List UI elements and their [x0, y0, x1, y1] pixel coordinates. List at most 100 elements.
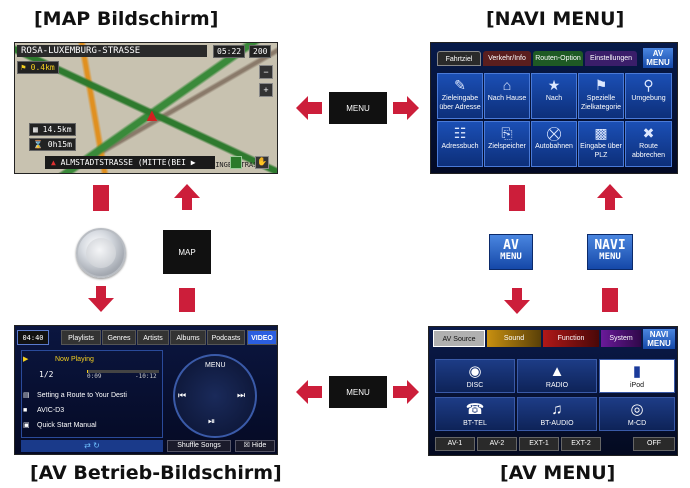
- play-arrow-icon: ▶: [190, 158, 196, 167]
- source-radio[interactable]: ▲RADIO: [517, 359, 597, 393]
- navi-item-route-abbrechen[interactable]: ✖Route abbrechen: [625, 121, 672, 167]
- off-button[interactable]: OFF: [633, 437, 675, 451]
- navi-menu-shortcut-button[interactable]: NAVI MENU: [643, 329, 675, 349]
- rotary-knob-icon[interactable]: [76, 228, 126, 278]
- tab-system[interactable]: System: [601, 330, 641, 347]
- caption-av-operation: [AV Betrieb-Bildschirm]: [30, 462, 282, 484]
- artist-icon: ■: [23, 407, 28, 414]
- navi-item-label: Spezielle Zielkategorie: [580, 95, 622, 111]
- source-bt-audio[interactable]: ♫BT-AUDIO: [517, 397, 597, 431]
- progress-fill: [87, 370, 89, 373]
- ext-2-button[interactable]: EXT-2: [561, 437, 601, 451]
- control-wheel[interactable]: [173, 354, 257, 438]
- av-menu-screen[interactable]: AV Source Sound Function System NAVI MEN…: [428, 326, 678, 456]
- skip-back-icon: ⏮: [178, 390, 187, 400]
- navi-item-autobahnen[interactable]: ⛒ Autobahnen: [531, 121, 577, 167]
- navi-item-umgebung[interactable]: ⚲Umgebung: [625, 73, 672, 119]
- tab-playlists[interactable]: Playlists: [61, 330, 101, 345]
- shuffle-icon: ⇄: [84, 441, 91, 450]
- navi-item-adressbuch[interactable]: ☷Adressbuch: [437, 121, 483, 167]
- track-row[interactable]: ■ AVIC-D3: [21, 403, 161, 418]
- star-icon: ★: [547, 77, 561, 93]
- play-pause-button[interactable]: ⏯: [208, 416, 215, 427]
- connector-bar: [93, 185, 109, 211]
- elapsed-time: 0:09: [87, 373, 102, 380]
- navi-item-eingabe-plz[interactable]: ▩Eingabe über PLZ: [578, 121, 624, 167]
- tab-video[interactable]: VIDEO: [247, 330, 277, 345]
- guidance-button[interactable]: [230, 156, 242, 169]
- track-row[interactable]: ▣ Quick Start Manual: [21, 418, 161, 433]
- music-note-icon: ♫: [551, 401, 563, 418]
- highway-icon: ⛒: [546, 125, 562, 141]
- av-menu-shortcut-line2: MENU: [646, 58, 670, 67]
- checkered-flag-icon: ▦: [33, 125, 38, 134]
- shuffle-repeat-bar[interactable]: ⇄ ↻: [21, 440, 163, 452]
- tab-einstellungen[interactable]: Einstellungen: [585, 51, 637, 66]
- previous-track-button[interactable]: ⏮: [178, 390, 186, 401]
- tab-av-source[interactable]: AV Source: [433, 330, 485, 347]
- play-pause-icon: ⏯: [208, 416, 216, 426]
- source-bt-tel[interactable]: ☎BT-TEL: [435, 397, 515, 431]
- tab-genres[interactable]: Genres: [102, 330, 136, 345]
- tab-podcasts[interactable]: Podcasts: [207, 330, 245, 345]
- map-button[interactable]: MAP: [163, 230, 211, 274]
- zoom-out-button[interactable]: −: [259, 65, 273, 79]
- cd-changer-icon: ◎: [630, 401, 644, 418]
- play-icon: ▶: [23, 356, 29, 363]
- tab-sound[interactable]: Sound: [487, 330, 541, 347]
- tab-albums[interactable]: Albums: [170, 330, 206, 345]
- av-menu-shortcut-button[interactable]: AV MENU: [643, 48, 673, 68]
- tab-fahrtziel[interactable]: Fahrtziel: [437, 51, 481, 66]
- scale-readout: 200: [249, 45, 272, 58]
- ext-1-button[interactable]: EXT-1: [519, 437, 559, 451]
- now-playing-row[interactable]: ▶ Now Playing: [21, 352, 161, 367]
- tab-routen-option[interactable]: Routen-Option: [533, 51, 583, 66]
- navi-item-spezielle-zielkategorie[interactable]: ⚑Spezielle Zielkategorie: [578, 73, 624, 119]
- track-row[interactable]: ▤ Setting a Route to Your Desti: [21, 388, 161, 403]
- track-row-label: AVIC-D3: [37, 407, 65, 414]
- navi-item-zieleingabe[interactable]: ✎Zieleingabe über Adresse: [437, 73, 483, 119]
- navi-menu-hard-button-line1: NAVI: [594, 238, 626, 253]
- navi-item-label: Route abbrechen: [631, 143, 666, 159]
- zoom-in-button[interactable]: +: [259, 83, 273, 97]
- navi-item-nach[interactable]: ★Nach: [531, 73, 577, 119]
- arrow-down-icon: [504, 288, 530, 314]
- total-distance-value: 14.5km: [42, 125, 72, 134]
- podcast-icon: ▤: [23, 392, 30, 399]
- source-m-cd[interactable]: ◎M-CD: [599, 397, 675, 431]
- settings-button[interactable]: ✋: [255, 156, 269, 169]
- tab-verkehr-info[interactable]: Verkehr/Info: [483, 51, 531, 66]
- remaining-time-value: 0h15m: [47, 140, 72, 149]
- ipod-icon: ▮: [632, 363, 642, 380]
- next-track-button[interactable]: ⏭: [237, 390, 245, 401]
- source-ipod[interactable]: ▮iPod: [599, 359, 675, 393]
- menu-button[interactable]: MENU: [329, 376, 387, 408]
- navi-item-label: Autobahnen: [535, 143, 573, 150]
- hand-icon: ✋: [257, 157, 267, 166]
- repeat-icon: ↻: [93, 441, 100, 450]
- next-street-bar[interactable]: ▲ ALMSTADTSTRASSE (MITTE(BEI ▶: [45, 156, 215, 169]
- av-menu-hard-button[interactable]: AV MENU: [489, 234, 533, 270]
- source-disc[interactable]: ◉DISC: [435, 359, 515, 393]
- wheel-menu-button[interactable]: MENU: [205, 362, 226, 369]
- progress-track[interactable]: [87, 370, 159, 373]
- navi-menu-shortcut-line1: NAVI: [649, 330, 669, 339]
- menu-button[interactable]: MENU: [329, 92, 387, 124]
- memory-icon: ⎘: [501, 125, 513, 141]
- navi-item-zielspeicher[interactable]: ⎘Zielspeicher: [484, 121, 530, 167]
- av-1-button[interactable]: AV-1: [435, 437, 475, 451]
- hide-button[interactable]: ☒ Hide: [235, 440, 275, 452]
- navi-menu-hard-button[interactable]: NAVI MENU: [587, 234, 633, 270]
- av-2-button[interactable]: AV-2: [477, 437, 517, 451]
- book-icon: ☷: [453, 125, 467, 141]
- navi-item-label: Nach Hause: [487, 95, 527, 102]
- map-screen[interactable]: ROSA-LUXEMBURG-STRASSE 05:22 200 ⚑ 0.4km…: [14, 42, 278, 174]
- navi-menu-screen[interactable]: Fahrtziel Verkehr/Info Routen-Option Ein…: [430, 42, 678, 174]
- tab-function[interactable]: Function: [543, 330, 599, 347]
- navi-item-nach-hause[interactable]: ⌂Nach Hause: [484, 73, 530, 119]
- total-distance: ▦ 14.5km: [29, 123, 76, 136]
- shuffle-songs-button[interactable]: Shuffle Songs: [167, 440, 231, 452]
- plus-icon: +: [263, 85, 269, 95]
- tab-artists[interactable]: Artists: [137, 330, 169, 345]
- av-operation-screen[interactable]: 04:40 Playlists Genres Artists Albums Po…: [14, 325, 278, 455]
